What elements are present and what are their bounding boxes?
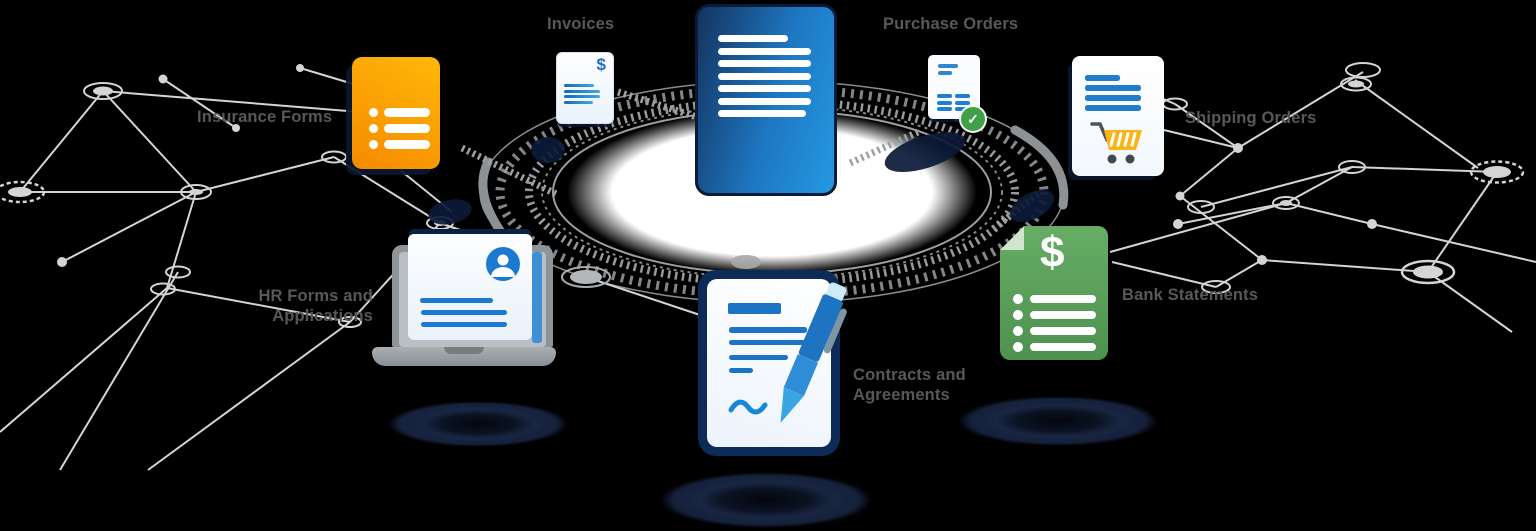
label-shipping-orders: Shipping Orders: [1185, 109, 1317, 127]
label-insurance-forms: Insurance Forms: [197, 108, 333, 126]
label-invoices: Invoices: [547, 15, 615, 33]
laptop-base: [372, 347, 556, 366]
blue-document-icon: [695, 4, 837, 196]
hr-form-document: [408, 234, 532, 340]
laptop-profile-form-icon: [372, 226, 556, 370]
shopping-cart-icon: [1090, 122, 1142, 164]
label-contracts: Contracts and Agreements: [853, 366, 966, 405]
purchase-order-check-document-icon: ✓: [928, 55, 987, 133]
check-icon: ✓: [959, 105, 987, 133]
signature-squiggle-icon: [728, 399, 768, 415]
invoice-dollar-document-icon: $: [556, 52, 614, 124]
left-network-lines: [0, 67, 701, 471]
label-bank-statements: Bank Statements: [1122, 286, 1259, 304]
pen-icon: [780, 282, 847, 423]
band-gray-nodes: [561, 255, 761, 288]
shopping-cart-document-icon: [1072, 56, 1164, 176]
contract-signing-pen-icon: [698, 270, 847, 456]
blue-sheet-edge: [532, 252, 542, 343]
dollar-statement-icon: $: [1000, 226, 1108, 360]
hatched-connectors: [460, 88, 1041, 233]
orange-form-list-icon: [352, 57, 440, 169]
label-hr-forms: HR Forms and Applications: [258, 287, 373, 326]
label-purchase-orders: Purchase Orders: [883, 15, 1019, 33]
dollar-icon: $: [1040, 228, 1065, 277]
laptop-notch: [444, 347, 484, 354]
floor-shadows: [388, 396, 1158, 528]
right-network-nodes: [1162, 62, 1525, 294]
contract-heading-bar: [728, 303, 781, 314]
ring-shadow-blobs: [428, 131, 1055, 225]
dollar-icon: $: [596, 55, 606, 74]
person-avatar-icon: [486, 247, 520, 281]
